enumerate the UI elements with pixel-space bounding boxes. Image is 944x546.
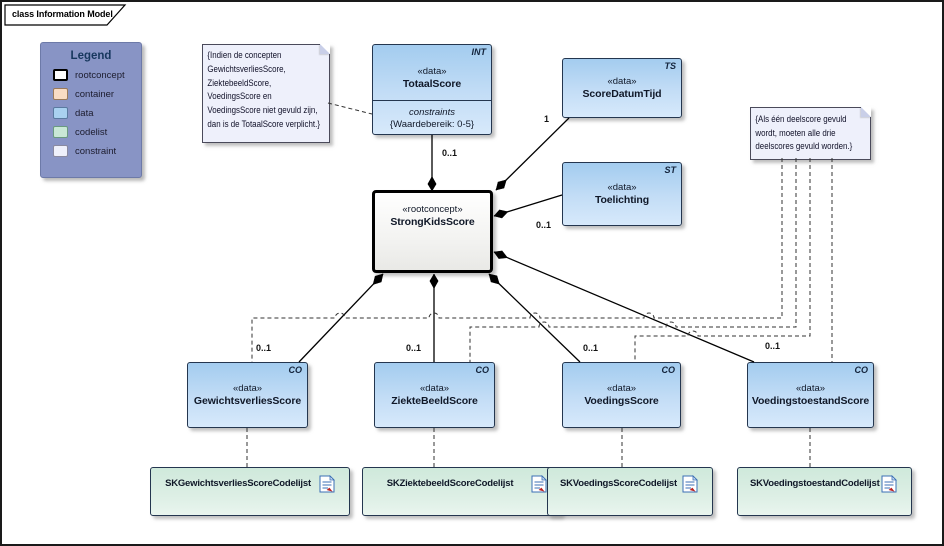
class-gewichtsverliesscore[interactable]: CO «data» GewichtsverliesScore: [187, 362, 308, 428]
codelist-name: SKGewichtsverliesScoreCodelijst: [165, 478, 311, 489]
multiplicity-toelichting: 0..1: [536, 220, 552, 230]
diagram-title: class Information Model: [12, 9, 113, 19]
stereotype: «data»: [232, 383, 263, 394]
document-icon: [531, 475, 547, 493]
stereotype: «data»: [417, 65, 447, 77]
type-tag: INT: [471, 47, 487, 57]
codelist-name: SKVoedingstoestandCodelijst: [750, 478, 880, 489]
class-name: StrongKidsScore: [390, 216, 475, 228]
frame-tab: [4, 4, 127, 26]
stereotype: «data»: [606, 383, 637, 394]
multiplicity-scoredatumtijd: 1: [544, 114, 550, 124]
legend-item-container: container: [53, 88, 141, 100]
document-icon: [682, 475, 698, 493]
class-toelichting[interactable]: ST «data» Toelichting: [562, 162, 682, 226]
multiplicity-gewichtsverlies: 0..1: [256, 343, 272, 353]
class-name: GewichtsverliesScore: [193, 395, 302, 407]
container-swatch-icon: [53, 88, 68, 100]
class-strongkidsscore[interactable]: «rootconcept» StrongKidsScore: [372, 190, 493, 273]
type-tag: CO: [661, 365, 676, 375]
note-text: {Als één deelscore gevuld wordt, moeten …: [755, 114, 853, 151]
class-name: TotaalScore: [402, 77, 462, 90]
legend-item-data: data: [53, 107, 141, 119]
codelist-swatch-icon: [53, 126, 68, 138]
class-name: ZiekteBeeldScore: [391, 395, 478, 407]
constraints-label: constraints: [409, 106, 455, 118]
codelist-name: SKVoedingsScoreCodelijst: [560, 478, 677, 489]
document-icon: [881, 475, 897, 493]
multiplicity-voedings: 0..1: [583, 343, 599, 353]
stereotype: «data»: [607, 76, 637, 87]
stereotype: «data»: [419, 383, 450, 394]
class-name: Toelichting: [594, 194, 650, 206]
codelist-voedingstoestand[interactable]: SKVoedingstoestandCodelijst: [737, 467, 912, 516]
type-tag: CO: [288, 365, 303, 375]
multiplicity-ziektebeeld: 0..1: [406, 343, 422, 353]
rootconcept-swatch-icon: [53, 69, 68, 81]
codelist-voedings[interactable]: SKVoedingsScoreCodelijst: [547, 467, 713, 516]
note-text: {Indien de concepten GewichtsverliesScor…: [207, 50, 320, 129]
note-totaalscore-constraint[interactable]: {Indien de concepten GewichtsverliesScor…: [202, 44, 330, 143]
type-tag: CO: [475, 365, 490, 375]
constraint-text: {Waardebereik: 0-5}: [389, 118, 475, 130]
class-voedingsscore[interactable]: CO «data» VoedingsScore: [562, 362, 681, 428]
class-totaalscore[interactable]: INT «data» TotaalScore constraints {Waar…: [372, 44, 492, 135]
multiplicity-voedingstoestand: 0..1: [765, 341, 781, 351]
class-name: VoedingsScore: [584, 395, 659, 407]
legend-item-constraint: constraint: [53, 145, 141, 157]
note-deelscores-constraint[interactable]: {Als één deelscore gevuld wordt, moeten …: [750, 107, 871, 160]
stereotype: «data»: [607, 182, 637, 193]
class-ziektebeeldscore[interactable]: CO «data» ZiekteBeeldScore: [374, 362, 495, 428]
stereotype: «data»: [795, 383, 826, 394]
data-swatch-icon: [53, 107, 68, 119]
codelist-ziektebeeld[interactable]: SKZiektebeeldScoreCodelijst: [362, 467, 562, 516]
type-tag: TS: [664, 61, 676, 71]
legend-title: Legend: [70, 50, 112, 62]
codelist-gewichtsverlies[interactable]: SKGewichtsverliesScoreCodelijst: [150, 467, 350, 516]
multiplicity-totaalscore: 0..1: [442, 148, 458, 158]
legend-item-codelist: codelist: [53, 126, 141, 138]
stereotype: «rootconcept»: [402, 204, 463, 215]
codelist-name: SKZiektebeeldScoreCodelijst: [386, 478, 514, 489]
class-scoredatumtijd[interactable]: TS «data» ScoreDatumTijd: [562, 58, 682, 118]
class-voedingstoestandscore[interactable]: CO «data» VoedingstoestandScore: [747, 362, 874, 428]
type-tag: ST: [664, 165, 676, 175]
document-icon: [319, 475, 335, 493]
constraint-swatch-icon: [53, 145, 68, 157]
class-name: VoedingstoestandScore: [751, 395, 870, 407]
legend-item-rootconcept: rootconcept: [53, 69, 141, 81]
type-tag: CO: [854, 365, 869, 375]
class-name: ScoreDatumTijd: [582, 88, 662, 100]
legend[interactable]: Legend rootconcept container data codeli…: [40, 42, 142, 178]
